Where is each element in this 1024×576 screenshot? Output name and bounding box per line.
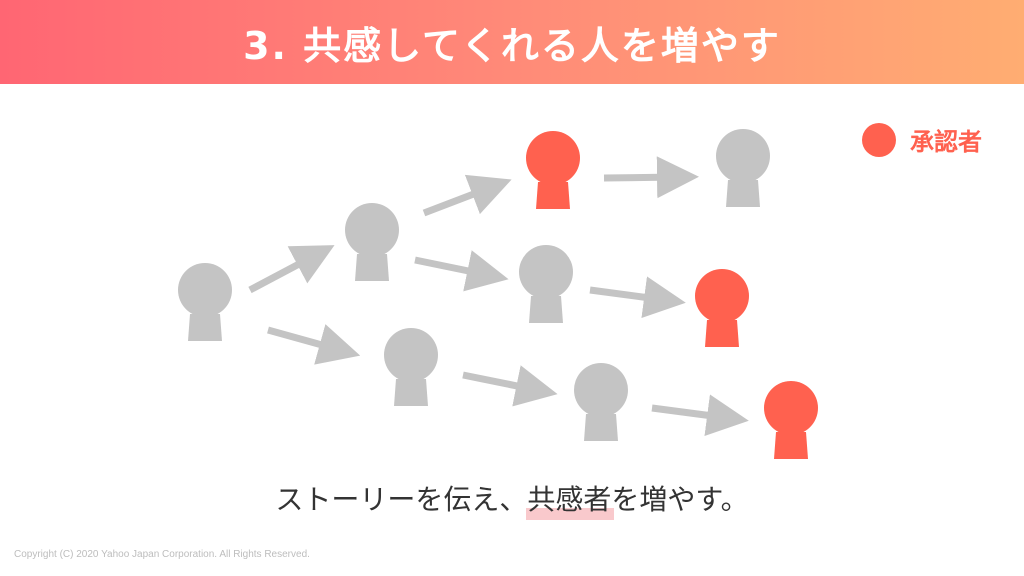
person-figure [519, 245, 573, 323]
copyright-notice: Copyright (C) 2020 Yahoo Japan Corporati… [14, 549, 310, 560]
arrow [589, 276, 686, 319]
person-figure [384, 328, 438, 406]
arrow [651, 394, 749, 437]
arrow [603, 156, 699, 199]
arrow [267, 324, 361, 365]
title-bar: 3. 共感してくれる人を増やす [0, 0, 1024, 84]
arrow [414, 250, 509, 292]
legend-marker [862, 122, 896, 157]
person-figure [716, 129, 770, 207]
legend-label: 承認者 [910, 128, 982, 156]
person-figure [178, 263, 232, 341]
arrow [422, 174, 512, 217]
arrow [248, 245, 335, 294]
approver-figure [526, 131, 580, 209]
page-title: 3. 共感してくれる人を増やす [243, 23, 781, 68]
person-figure [345, 203, 399, 281]
approver-figure [695, 269, 749, 347]
caption-highlight [526, 508, 614, 520]
caption: ストーリーを伝え、共感者を増やす。 [275, 483, 749, 516]
legend: 承認者 [862, 122, 982, 157]
arrow [462, 365, 558, 407]
approver-figure [764, 381, 818, 459]
arrows [248, 156, 749, 437]
person-figure [574, 363, 628, 441]
